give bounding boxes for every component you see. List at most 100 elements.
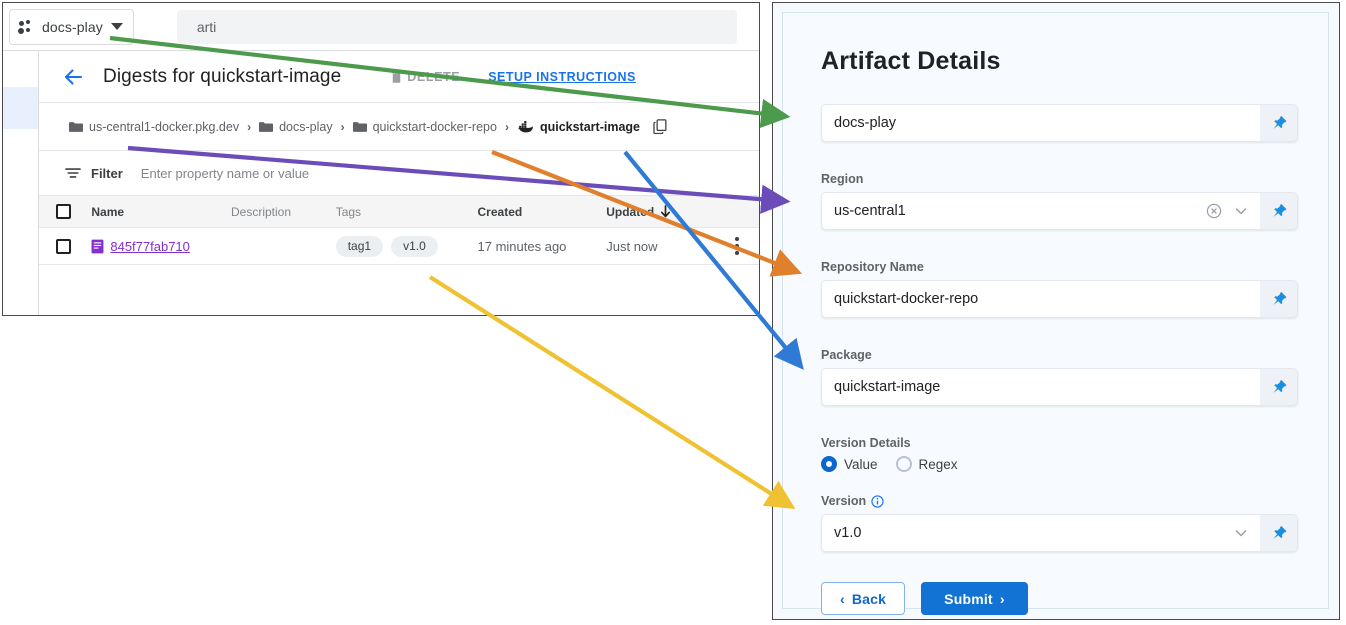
breadcrumb-separator: › <box>504 119 509 134</box>
repository-field-row: quickstart-docker-repo <box>821 280 1298 318</box>
project-input[interactable]: docs-play <box>821 104 1260 142</box>
project-selector-label: docs-play <box>42 18 103 35</box>
radio-value-label: Value <box>844 456 878 472</box>
row-description-cell <box>230 227 336 265</box>
row-name-cell: 845f77fab710 <box>91 227 231 265</box>
page-title: Digests for quickstart-image <box>103 65 342 87</box>
back-arrow-icon[interactable] <box>61 65 85 89</box>
breadcrumb: us-central1-docker.pkg.dev › docs-play › <box>39 103 759 151</box>
select-all-header <box>39 196 92 228</box>
package-field-row: quickstart-image <box>821 368 1298 406</box>
folder-icon <box>352 121 367 133</box>
project-selector[interactable]: docs-play <box>9 8 134 45</box>
filter-bar[interactable]: Filter Enter property name or value <box>39 151 759 196</box>
chevron-down-icon[interactable] <box>1234 204 1248 218</box>
filter-icon <box>65 166 81 180</box>
copy-icon[interactable] <box>653 119 667 135</box>
region-pin-button[interactable] <box>1260 192 1298 230</box>
version-pin-button[interactable] <box>1260 514 1298 552</box>
repository-pin-button[interactable] <box>1260 280 1298 318</box>
submit-chevron-icon: › <box>999 590 1005 607</box>
search-input[interactable]: arti <box>176 9 737 44</box>
delete-button-label: DELETE <box>407 69 461 84</box>
breadcrumb-separator: › <box>340 119 345 134</box>
pin-icon <box>1271 291 1287 307</box>
tag-badge: v1.0 <box>391 235 438 257</box>
column-header-updated-label: Updated <box>606 204 655 219</box>
row-actions-cell <box>715 227 759 265</box>
breadcrumb-item-label: quickstart-image <box>539 119 640 134</box>
sort-descending-icon <box>660 205 671 218</box>
package-pin-button[interactable] <box>1260 368 1298 406</box>
delete-button[interactable]: DELETE <box>389 69 460 84</box>
tag-badge: tag1 <box>335 235 384 257</box>
digest-document-icon <box>91 239 104 254</box>
console-content: Digests for quickstart-image DELETE <box>39 51 759 315</box>
select-all-checkbox[interactable] <box>56 204 71 219</box>
project-field-row: docs-play <box>821 104 1298 142</box>
version-details-label: Version Details <box>821 436 911 450</box>
row-checkbox[interactable] <box>56 238 71 254</box>
panel-title: Artifact Details <box>821 47 1001 75</box>
pin-icon <box>1271 525 1287 541</box>
setup-instructions-link[interactable]: SETUP INSTRUCTIONS <box>488 69 636 84</box>
repository-input-value: quickstart-docker-repo <box>834 291 979 307</box>
back-chevron-icon: ‹ <box>840 590 845 607</box>
folder-icon <box>69 121 83 133</box>
table-row[interactable]: 845f77fab710 tag1 v1.0 17 minutes ago <box>39 227 759 265</box>
row-select-cell <box>39 227 92 265</box>
console-topbar: docs-play arti <box>3 3 759 51</box>
row-updated-cell: Just now <box>606 227 716 265</box>
column-header-updated[interactable]: Updated <box>606 196 716 228</box>
column-header-description[interactable]: Description <box>230 196 336 228</box>
project-pin-button[interactable] <box>1260 104 1298 142</box>
console-window: docs-play arti <box>2 2 760 316</box>
repository-field-label: Repository Name <box>821 260 924 274</box>
trash-icon <box>389 69 404 84</box>
project-dots-icon <box>18 19 34 35</box>
digests-table: Name Description Tags Created Updated <box>39 196 759 265</box>
package-input[interactable]: quickstart-image <box>821 368 1260 406</box>
radio-value-indicator <box>821 456 837 472</box>
clear-icon[interactable] <box>1206 203 1222 219</box>
breadcrumb-item-project[interactable]: docs-play <box>259 120 333 134</box>
region-input[interactable]: us-central1 <box>821 192 1260 230</box>
submit-button-label: Submit <box>944 590 993 607</box>
breadcrumb-separator: › <box>247 119 252 134</box>
back-button[interactable]: ‹ Back <box>821 582 906 615</box>
package-field-label: Package <box>821 348 872 362</box>
pin-icon <box>1271 115 1287 131</box>
version-input[interactable]: v1.0 <box>821 514 1260 552</box>
column-header-created[interactable]: Created <box>477 196 607 228</box>
navigation-rail-active-item[interactable] <box>3 87 38 129</box>
breadcrumb-item-registry[interactable]: us-central1-docker.pkg.dev <box>69 120 239 134</box>
pin-icon <box>1271 203 1287 219</box>
navigation-rail[interactable] <box>3 51 39 315</box>
row-tags-cell: tag1 v1.0 <box>335 227 478 265</box>
version-field-label-text: Version <box>821 494 867 508</box>
version-input-value: v1.0 <box>834 525 862 541</box>
radio-regex-indicator <box>895 456 912 472</box>
filter-label: Filter <box>91 165 123 181</box>
radio-regex[interactable]: Regex <box>895 456 958 472</box>
docker-icon <box>517 120 534 133</box>
column-header-name[interactable]: Name <box>91 196 231 228</box>
breadcrumb-item-repository[interactable]: quickstart-docker-repo <box>352 120 497 134</box>
chevron-down-icon[interactable] <box>1234 526 1248 540</box>
column-header-tags[interactable]: Tags <box>335 196 478 228</box>
info-icon[interactable] <box>871 494 884 508</box>
back-button-label: Back <box>851 590 887 607</box>
version-details-radio-group: Value Regex <box>821 456 1298 472</box>
breadcrumb-item-package[interactable]: quickstart-image <box>517 120 640 134</box>
column-header-actions <box>715 196 759 228</box>
version-field-label: Version <box>821 494 1298 508</box>
filter-input[interactable]: Enter property name or value <box>140 165 310 181</box>
row-overflow-menu-icon[interactable] <box>735 237 740 255</box>
region-field-label: Region <box>821 172 864 186</box>
repository-input[interactable]: quickstart-docker-repo <box>821 280 1260 318</box>
submit-button[interactable]: Submit › <box>921 582 1028 615</box>
radio-value[interactable]: Value <box>821 456 878 472</box>
digest-link[interactable]: 845f77fab710 <box>91 239 231 254</box>
radio-regex-label: Regex <box>918 456 958 472</box>
